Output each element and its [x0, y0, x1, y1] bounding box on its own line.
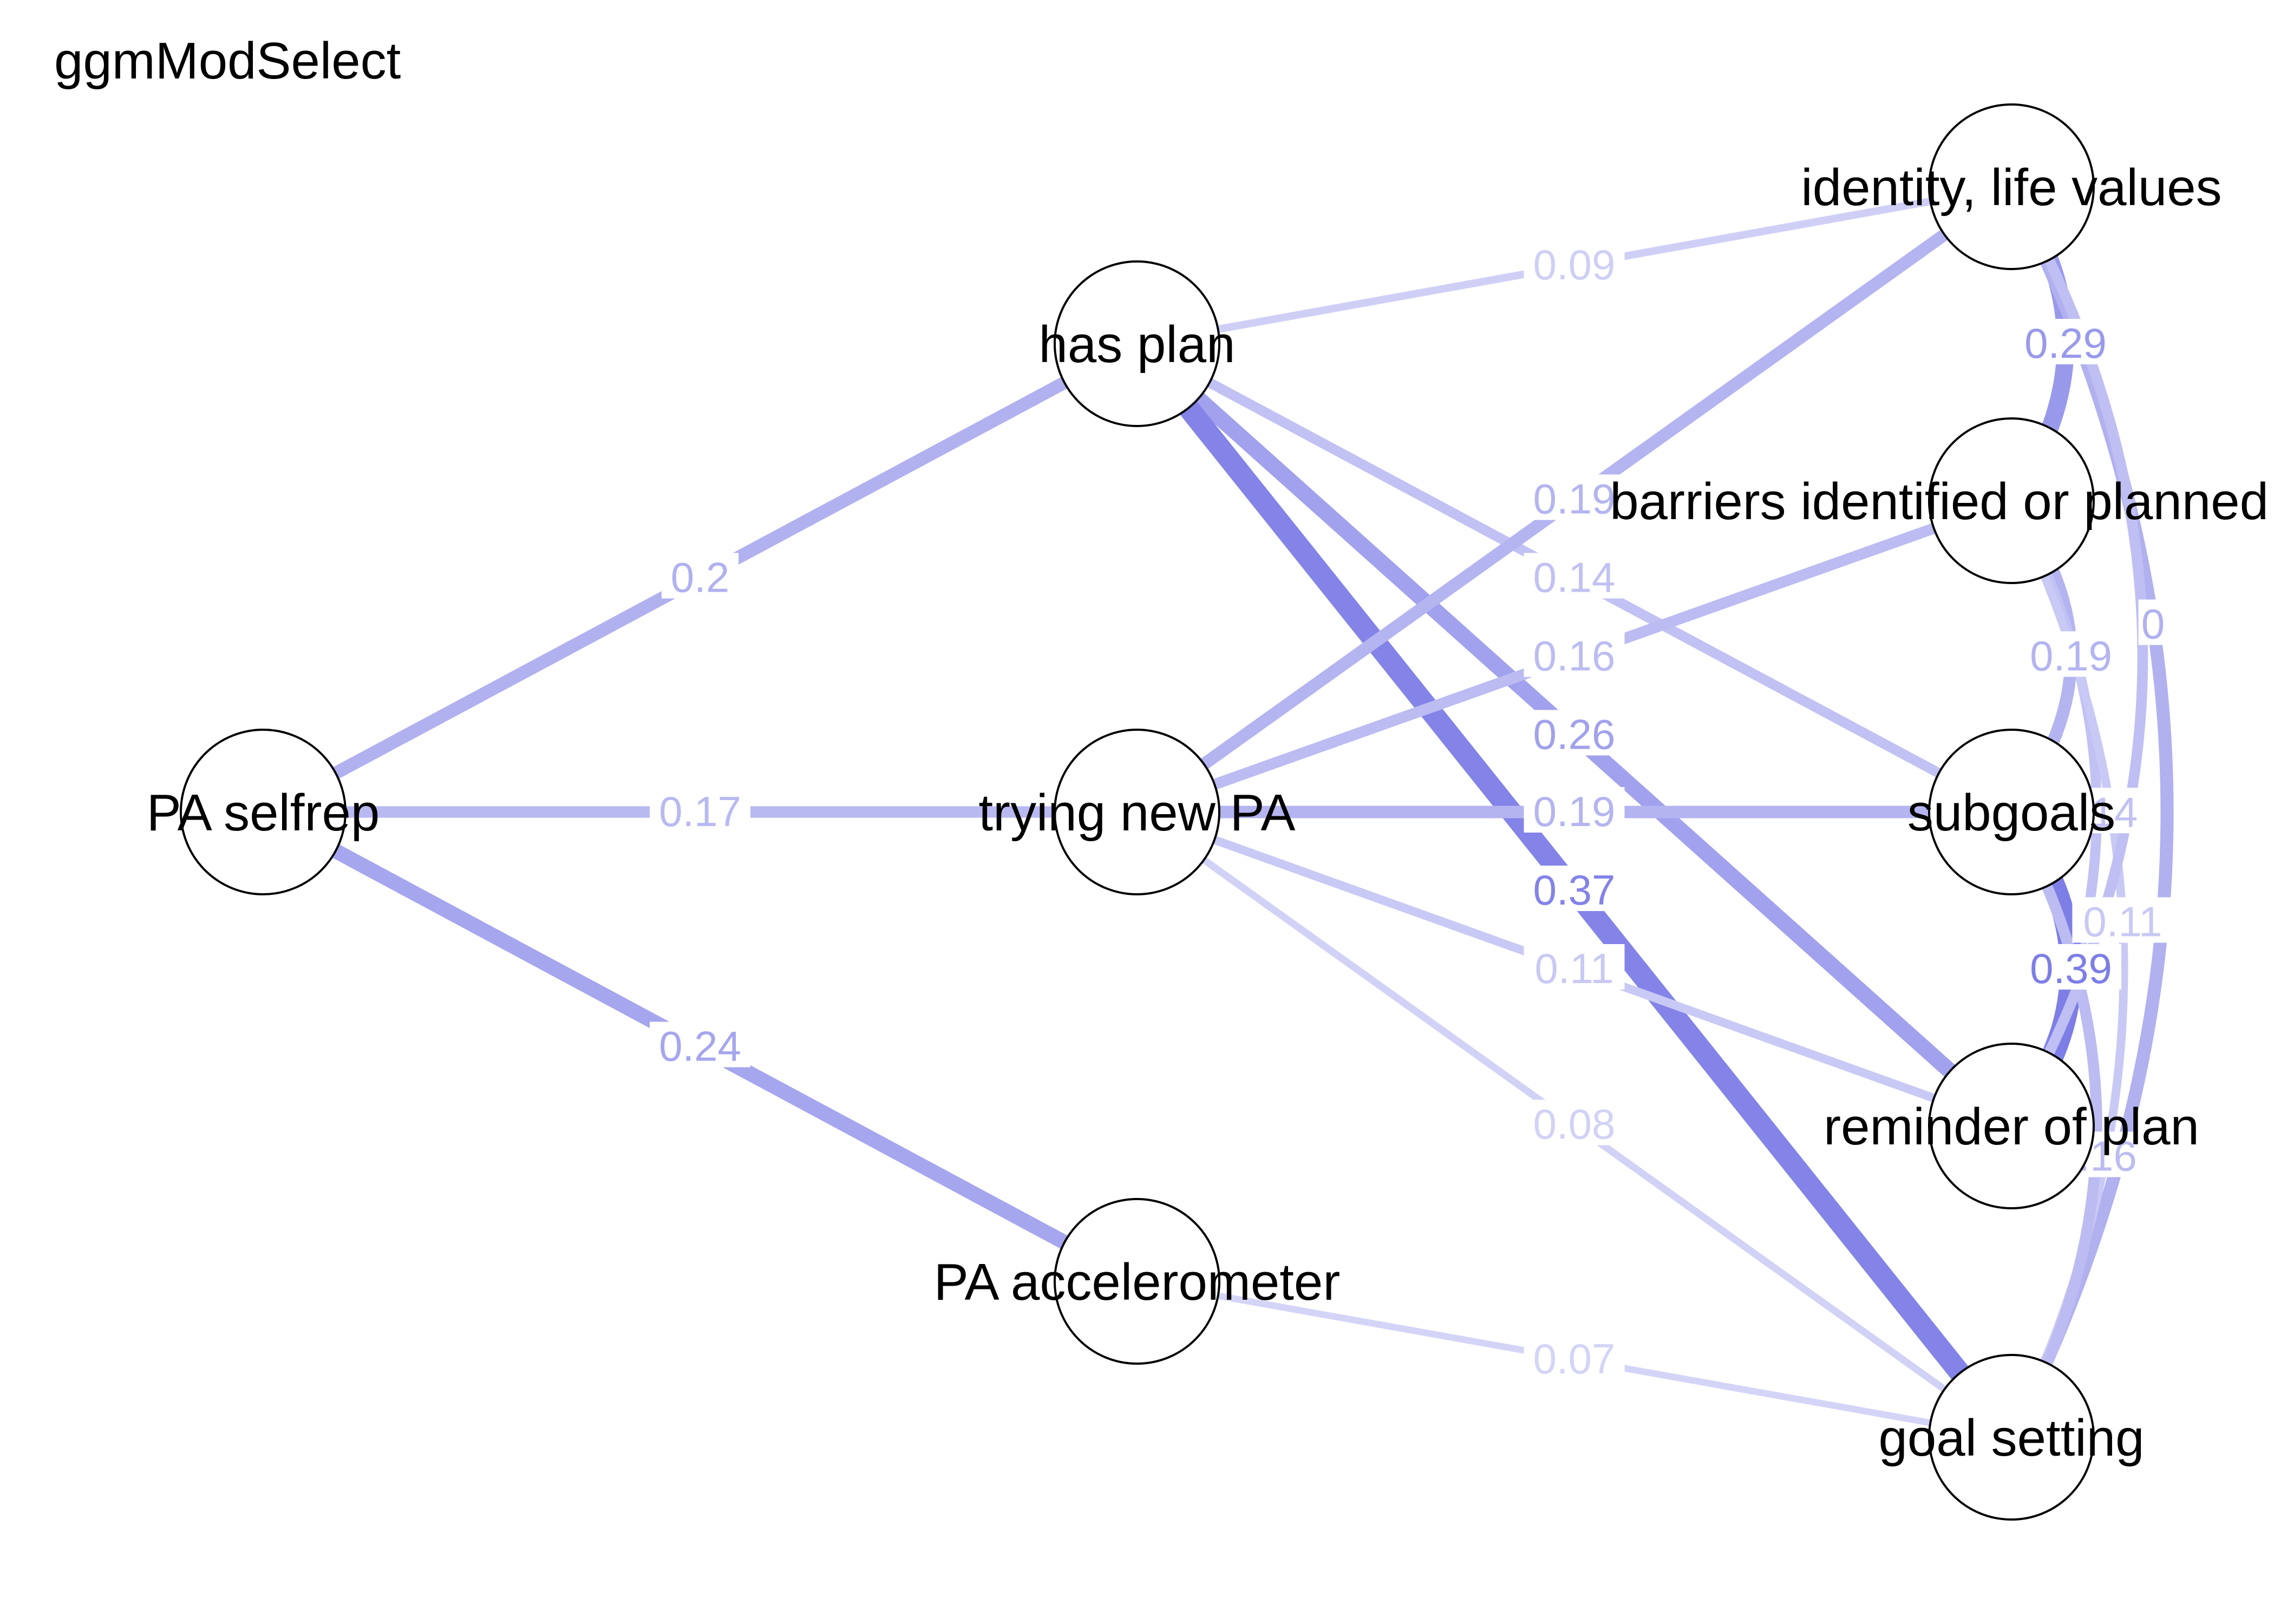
edge-label-barriers-goal: 0.11	[2083, 898, 2162, 946]
nodes-layer: PA selfrep has plan trying new PA PA accele…	[147, 103, 2269, 1521]
edge-label-bg	[1524, 553, 1625, 599]
edge-label-identity-goal: 0	[2141, 600, 2165, 648]
edge-subgoals-goal	[2007, 809, 2102, 1440]
node-circle-hasplan	[1054, 260, 1220, 427]
edge-label-bg	[2072, 897, 2173, 943]
node-barriers: barriers identified or planned	[1610, 417, 2269, 584]
edge-label-bg	[650, 787, 750, 833]
edge-label-hasplan-subgoals: 0.14	[1533, 554, 1616, 601]
edge-label-trying-goal: 0.08	[1533, 1101, 1616, 1148]
node-selfrep: PA selfrep	[147, 729, 380, 895]
edge-label-hasplan-reminder: 0.26	[1533, 711, 1616, 758]
edge-label-bg	[2021, 631, 2121, 677]
node-circle-goal	[1928, 1354, 2095, 1521]
node-circle-identity	[1928, 103, 2095, 270]
edge-label-subgoals-reminder: 0.39	[2030, 945, 2112, 992]
node-circle-subgoals	[1928, 729, 2095, 895]
edge-label-identity-barriers: 0.29	[2024, 319, 2107, 367]
node-identity: identity, life values	[1801, 103, 2222, 270]
node-trying: trying new PA	[978, 729, 1296, 895]
edge-label-bg	[1524, 866, 1625, 911]
edge-label-selfrep-accel: 0.24	[659, 1023, 741, 1070]
edge-label-trying-subgoals: 0.19	[1533, 788, 1616, 835]
edge-label-selfrep-hasplan: 0.2	[671, 554, 729, 601]
edge-label-trying-barriers: 0.16	[1533, 632, 1616, 680]
edge-label-bg	[1524, 240, 1625, 286]
node-hasplan: has plan	[1039, 260, 1236, 427]
node-reminder: reminder of plan	[1824, 1043, 2199, 1209]
node-label-identity: identity, life values	[1801, 159, 2221, 217]
node-circle-reminder	[1928, 1043, 2095, 1209]
edge-label-bg	[2015, 319, 2116, 364]
edge-label-bg	[2021, 944, 2121, 990]
node-label-selfrep: PA selfrep	[147, 784, 380, 842]
edge-label-trying-reminder: 0.11	[1534, 945, 1613, 992]
diagram-title: ggmModSelect	[54, 32, 401, 90]
node-label-trying: trying new PA	[978, 784, 1295, 842]
node-label-goal: goal setting	[1878, 1409, 2144, 1467]
edge-label-hasplan-goal: 0.37	[1533, 866, 1616, 914]
node-label-subgoals: subgoals	[1907, 784, 2115, 842]
edge-label-bg	[1524, 1099, 1625, 1145]
edge-labels-layer: 0.2 0.17 0.24 0.09 0.14 0.26 0.37 0.19 0.16 0.19 0…	[650, 240, 2173, 1383]
edge-label-bg	[1524, 631, 1625, 677]
node-label-barriers: barriers identified or planned	[1610, 473, 2269, 531]
node-subgoals: subgoals	[1907, 729, 2115, 895]
node-goal: goal setting	[1878, 1354, 2145, 1521]
edge-label-trying-identity: 0.19	[1533, 475, 1616, 523]
node-label-reminder: reminder of plan	[1824, 1098, 2199, 1156]
node-label-hasplan: has plan	[1039, 316, 1236, 374]
edge-label-barriers-subgoals: 0.19	[2030, 632, 2112, 679]
node-circle-selfrep	[180, 729, 347, 895]
edge-label-bg	[2138, 599, 2168, 645]
node-circle-barriers	[1928, 417, 2095, 584]
edge-label-bg	[1524, 710, 1625, 756]
edge-label-selfrep-trying: 0.17	[659, 788, 741, 835]
node-circle-trying	[1054, 729, 1220, 895]
node-circle-accel	[1054, 1198, 1220, 1365]
edge-label-bg	[1524, 787, 1625, 833]
edge-label-bg	[1524, 1334, 1625, 1380]
edge-label-bg	[650, 1021, 750, 1068]
edge-label-bg	[1524, 474, 1625, 520]
node-label-accel: PA accelerometer	[934, 1253, 1341, 1311]
edge-label-bg	[1524, 944, 1625, 990]
edge-label-accel-goal: 0.07	[1533, 1335, 1616, 1383]
edge-label-bg	[662, 553, 739, 599]
node-accel: PA accelerometer	[934, 1198, 1341, 1365]
edge-label-hasplan-identity: 0.09	[1533, 241, 1616, 289]
